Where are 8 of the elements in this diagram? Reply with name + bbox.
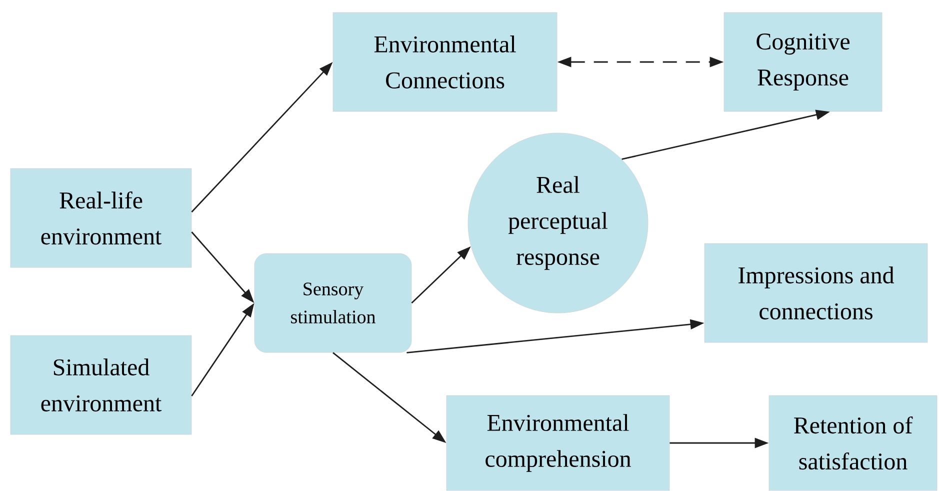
process-box: Environmental comprehension	[446, 395, 670, 491]
process-box: Simulated environment	[10, 335, 192, 435]
process-box: Cognitive Response	[724, 12, 882, 112]
process-box: Impressions and connections	[704, 243, 928, 343]
process-box: Real-life environment	[10, 168, 192, 268]
process-box: Environmental Connections	[332, 12, 558, 112]
process-box: Retention of satisfaction	[768, 395, 938, 491]
rounded-box: Sensory stimulation	[254, 253, 412, 353]
